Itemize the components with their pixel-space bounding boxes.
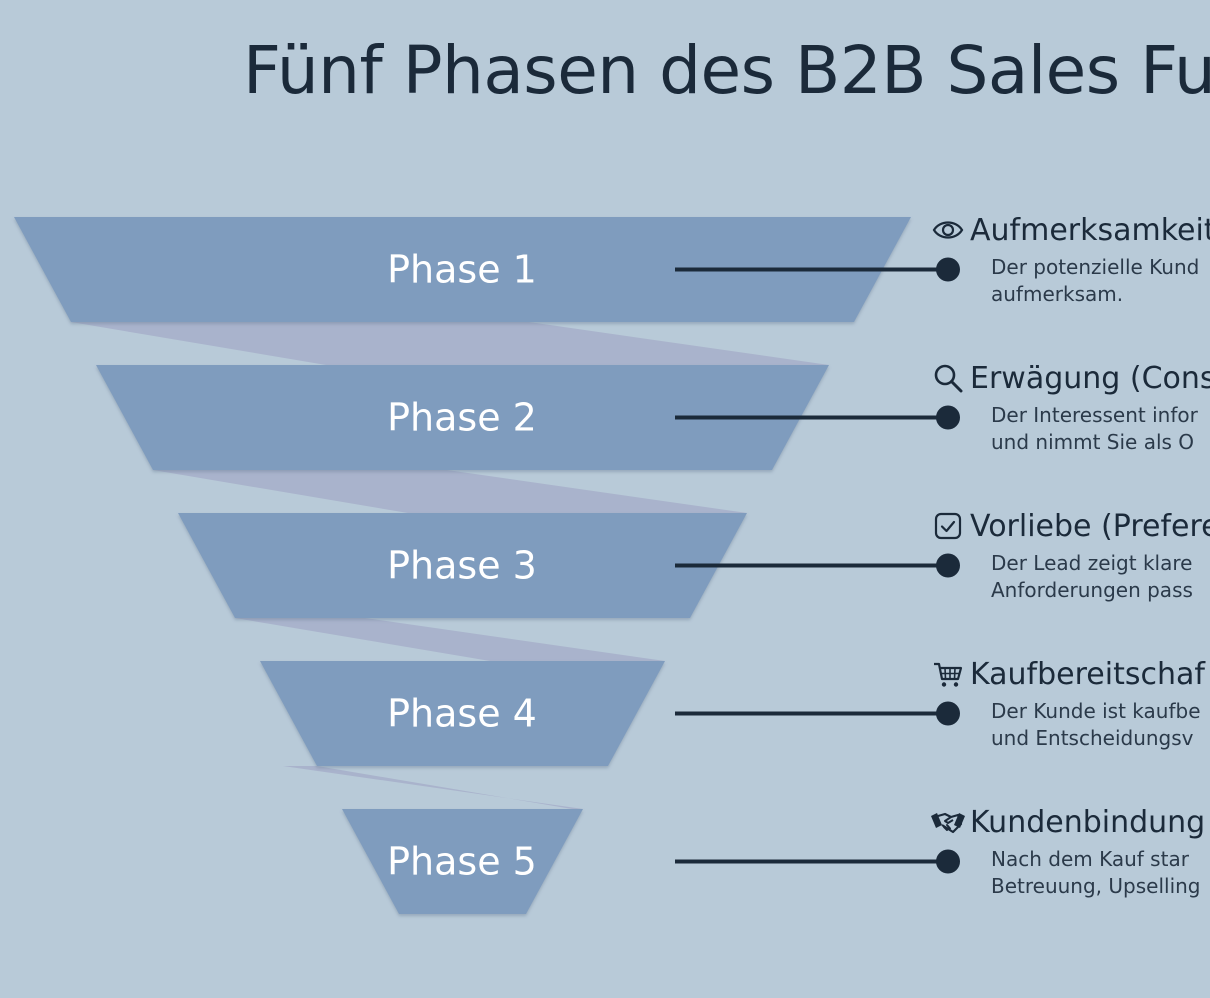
phase-title: Aufmerksamkeit (970, 212, 1210, 248)
phase-description-line: Der potenzielle Kund (991, 255, 1200, 279)
funnel-connector (235, 618, 665, 661)
phase-label: Phase 3 (387, 544, 537, 588)
phase-label: Phase 1 (387, 248, 537, 292)
funnel-segment (178, 513, 747, 618)
phase-description-line: Der Interessent infor (991, 403, 1198, 427)
phase-description: Der Interessent infor und nimmt Sie als O (991, 402, 1210, 456)
phase-description-line: Nach dem Kauf star (991, 847, 1189, 871)
phase-detail-header: Aufmerksamkeit (932, 212, 1210, 248)
phase-detail-header: Kundenbindung (930, 804, 1206, 840)
phase-description: Der Kunde ist kaufbe und Entscheidungsv (991, 698, 1205, 752)
page-title: Fünf Phasen des B2B Sales Fu (243, 32, 1210, 109)
phase-description-line: Betreuung, Upselling (991, 874, 1201, 898)
phase-description-line: und nimmt Sie als O (991, 430, 1195, 454)
phase-title: Erwägung (Cons (970, 360, 1210, 396)
phase-description-line: und Entscheidungsv (991, 726, 1194, 750)
phase-title: Kundenbindung (970, 804, 1206, 840)
funnel-segment (342, 809, 583, 914)
checkbox-icon (932, 510, 964, 542)
funnel-connector (283, 766, 583, 809)
funnel-segment (14, 217, 911, 322)
leader-dot (936, 553, 960, 578)
phase-label: Phase 4 (387, 692, 537, 736)
phase-description-line: Anforderungen pass (991, 578, 1193, 602)
phase-label: Phase 2 (387, 396, 537, 440)
phase-description: Der potenzielle Kund aufmerksam. (991, 254, 1210, 308)
phase-description-line: aufmerksam. (991, 282, 1124, 306)
leader-dot (936, 405, 960, 430)
funnel-connector (153, 470, 747, 513)
funnel-segment (260, 661, 665, 766)
phase-detail-header: Erwägung (Cons (932, 360, 1210, 396)
phase-label: Phase 5 (387, 840, 537, 884)
funnel-connector (71, 322, 829, 365)
funnel-segment (96, 365, 829, 470)
search-icon (932, 362, 964, 394)
phase-title: Vorliebe (Prefere (970, 508, 1210, 544)
handshake-icon (930, 806, 966, 838)
phase-detail-header: Kaufbereitschaf (932, 656, 1205, 692)
phase-detail-header: Vorliebe (Prefere (932, 508, 1210, 544)
phase-description-line: Der Kunde ist kaufbe (991, 699, 1201, 723)
leader-dot (936, 701, 960, 726)
eye-icon (932, 214, 964, 246)
leader-dot (936, 257, 960, 282)
cart-icon (932, 658, 964, 690)
phase-description-line: Der Lead zeigt klare (991, 551, 1193, 575)
leader-dot (936, 849, 960, 874)
phase-title: Kaufbereitschaf (970, 656, 1205, 692)
